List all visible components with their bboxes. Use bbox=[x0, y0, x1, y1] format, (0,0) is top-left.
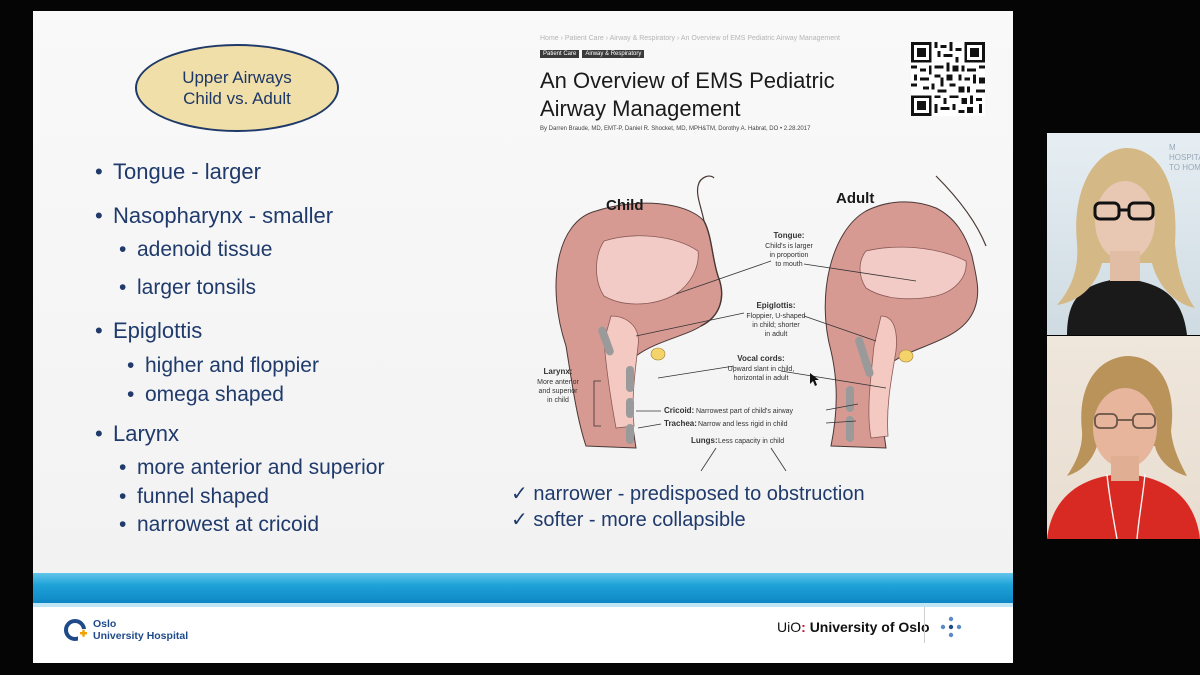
tongue-label-line: Child's is larger bbox=[765, 243, 813, 250]
sub-bullet-item: •funnel shaped bbox=[119, 485, 269, 508]
background-sign-text: M HOSPITA TO HOM bbox=[1169, 143, 1200, 172]
presentation-slide: Upper Airways Child vs. Adult •Tongue - … bbox=[33, 11, 1013, 663]
uio-dots-icon bbox=[940, 616, 962, 638]
footer-divider bbox=[924, 607, 925, 643]
uio-abbrev: UiO bbox=[777, 619, 802, 635]
qr-code-icon bbox=[911, 42, 985, 116]
adult-airway-illustration bbox=[824, 175, 987, 449]
slide-footer-stripe-highlight bbox=[33, 603, 1013, 607]
diagram-leader-lines bbox=[593, 260, 917, 472]
sub-bullet-item: •adenoid tissue bbox=[119, 238, 273, 261]
article-title: An Overview of EMS Pediatric Airway Mana… bbox=[540, 68, 835, 121]
slide-title-line2: Child vs. Adult bbox=[183, 89, 291, 108]
airway-diagram: Child Adult Tongue: Child's is larger in… bbox=[486, 166, 1013, 472]
vocal-cords-label-line: horizontal in adult bbox=[734, 375, 789, 382]
participant-avatar-image bbox=[1057, 147, 1195, 335]
participant-video-tile[interactable]: M HOSPITA TO HOM bbox=[1047, 133, 1200, 335]
adult-label: Adult bbox=[836, 190, 874, 207]
airway-illustration: Child Adult Tongue: Child's is larger in… bbox=[537, 175, 987, 472]
epiglottis-label-line: in child; shorter bbox=[752, 322, 800, 329]
article-breadcrumb: Home › Patient Care › Airway & Respirato… bbox=[540, 35, 840, 42]
lungs-label-title: Lungs: bbox=[691, 436, 718, 445]
trachea-label-text: Narrow and less rigid in child bbox=[698, 421, 788, 428]
larynx-label-line: More anterior bbox=[537, 379, 579, 386]
bullet-item: •Larynx bbox=[95, 421, 180, 446]
hospital-name-line1: Oslo bbox=[93, 618, 117, 630]
tongue-label-title: Tongue: bbox=[774, 231, 805, 240]
checkmark-icon: ✓ bbox=[511, 509, 528, 531]
bullet-item: •Epiglottis bbox=[95, 318, 203, 343]
checkmark-icon: ✓ bbox=[511, 483, 528, 505]
slide-title-oval: Upper Airways Child vs. Adult bbox=[135, 44, 339, 132]
tongue-label-line: to mouth bbox=[775, 261, 802, 268]
slide-footer-stripe bbox=[33, 573, 1013, 603]
trachea-label-title: Trachea: bbox=[664, 419, 697, 428]
sub-bullet-item: •narrowest at cricoid bbox=[119, 513, 320, 536]
lungs-label-text: Less capacity in child bbox=[718, 438, 784, 445]
participant-avatar-image bbox=[1047, 356, 1200, 539]
bullet-item: •Tongue - larger bbox=[95, 159, 261, 184]
epiglottis-label-line: Floppier, U-shaped bbox=[746, 313, 805, 320]
epiglottis-label-title: Epiglottis: bbox=[756, 301, 795, 310]
sub-bullet-item: •larger tonsils bbox=[119, 276, 257, 299]
mouse-cursor-icon bbox=[810, 373, 819, 386]
epiglottis-label-line: in adult bbox=[765, 331, 788, 338]
child-airway-illustration bbox=[555, 175, 723, 449]
larynx-label-line: in child bbox=[547, 397, 569, 404]
child-label: Child bbox=[606, 197, 644, 214]
sub-bullet-item: •higher and floppier bbox=[127, 354, 319, 377]
larynx-label-title: Larynx: bbox=[544, 367, 573, 376]
sub-bullet-item: •more anterior and superior bbox=[119, 456, 385, 479]
slide-footer bbox=[33, 607, 1013, 663]
tongue-label-line: in proportion bbox=[770, 252, 809, 259]
uio-name: University of Oslo bbox=[809, 619, 930, 635]
participant-video-tile[interactable] bbox=[1047, 336, 1200, 539]
oslo-university-hospital-logo: Oslo University Hospital bbox=[63, 617, 188, 643]
bullet-item: •Nasopharynx - smaller bbox=[95, 203, 334, 228]
cricoid-label-title: Cricoid: bbox=[664, 406, 694, 415]
article-tag: Airway & Respiratory bbox=[582, 50, 645, 58]
cricoid-label-text: Narrowest part of child's airway bbox=[696, 408, 794, 415]
hospital-logo-icon bbox=[64, 619, 88, 641]
uio-separator: : bbox=[801, 619, 806, 635]
vocal-cords-label-line: Upward slant in child, bbox=[728, 366, 795, 373]
hospital-name-line2: University Hospital bbox=[93, 630, 189, 642]
slide-title-line1: Upper Airways bbox=[182, 68, 292, 87]
article-tags: Patient Care Airway & Respiratory bbox=[540, 50, 645, 58]
vocal-cords-label-title: Vocal cords: bbox=[737, 354, 784, 363]
university-of-oslo-logo: UiO: University of Oslo bbox=[777, 619, 930, 635]
check-item: ✓ softer - more collapsible bbox=[511, 509, 746, 531]
check-item: ✓ narrower - predisposed to obstruction bbox=[511, 483, 865, 505]
article-byline: By Darren Braude, MD, EMT-P, Daniel R. S… bbox=[540, 126, 811, 132]
sub-bullet-item: •omega shaped bbox=[127, 383, 284, 406]
larynx-label-line: and superior bbox=[539, 388, 579, 395]
article-tag: Patient Care bbox=[540, 50, 580, 58]
